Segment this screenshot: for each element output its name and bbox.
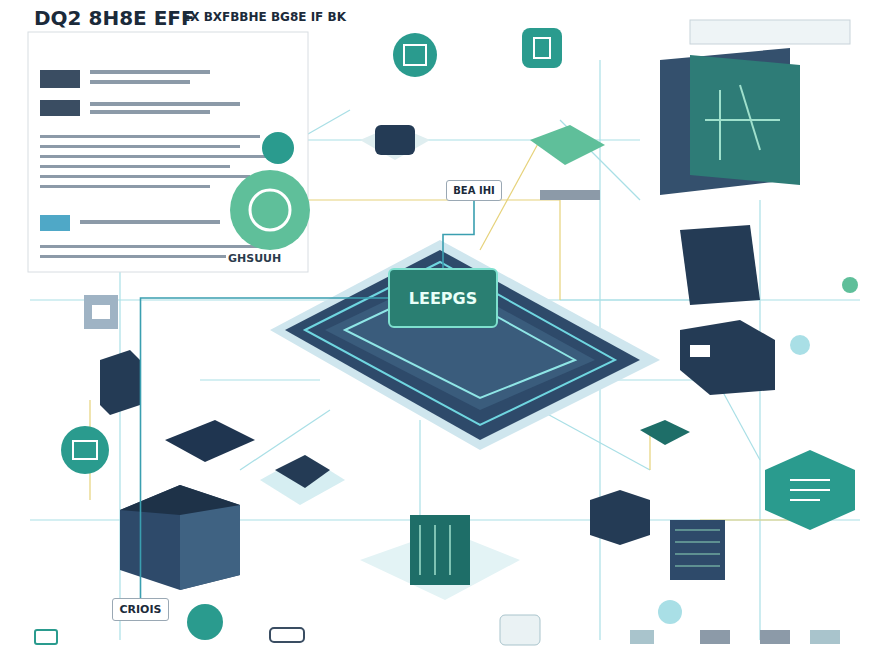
label-box: BEA IHI (446, 180, 502, 201)
node-text: LEEPGS (409, 289, 477, 308)
label-text: EX BXFBBHE BG8E IF BK (182, 10, 346, 24)
connector-line (443, 201, 474, 268)
node-text: BEA IHI (453, 185, 494, 196)
node-text: CRIOIS (119, 603, 161, 616)
label-text: GHSUUH (226, 252, 283, 265)
title: DQ2 8H8E EFF (34, 6, 195, 30)
label-box: CRIOIS (112, 598, 169, 621)
connector-line (141, 298, 389, 598)
platform-box: LEEPGS (388, 268, 498, 328)
